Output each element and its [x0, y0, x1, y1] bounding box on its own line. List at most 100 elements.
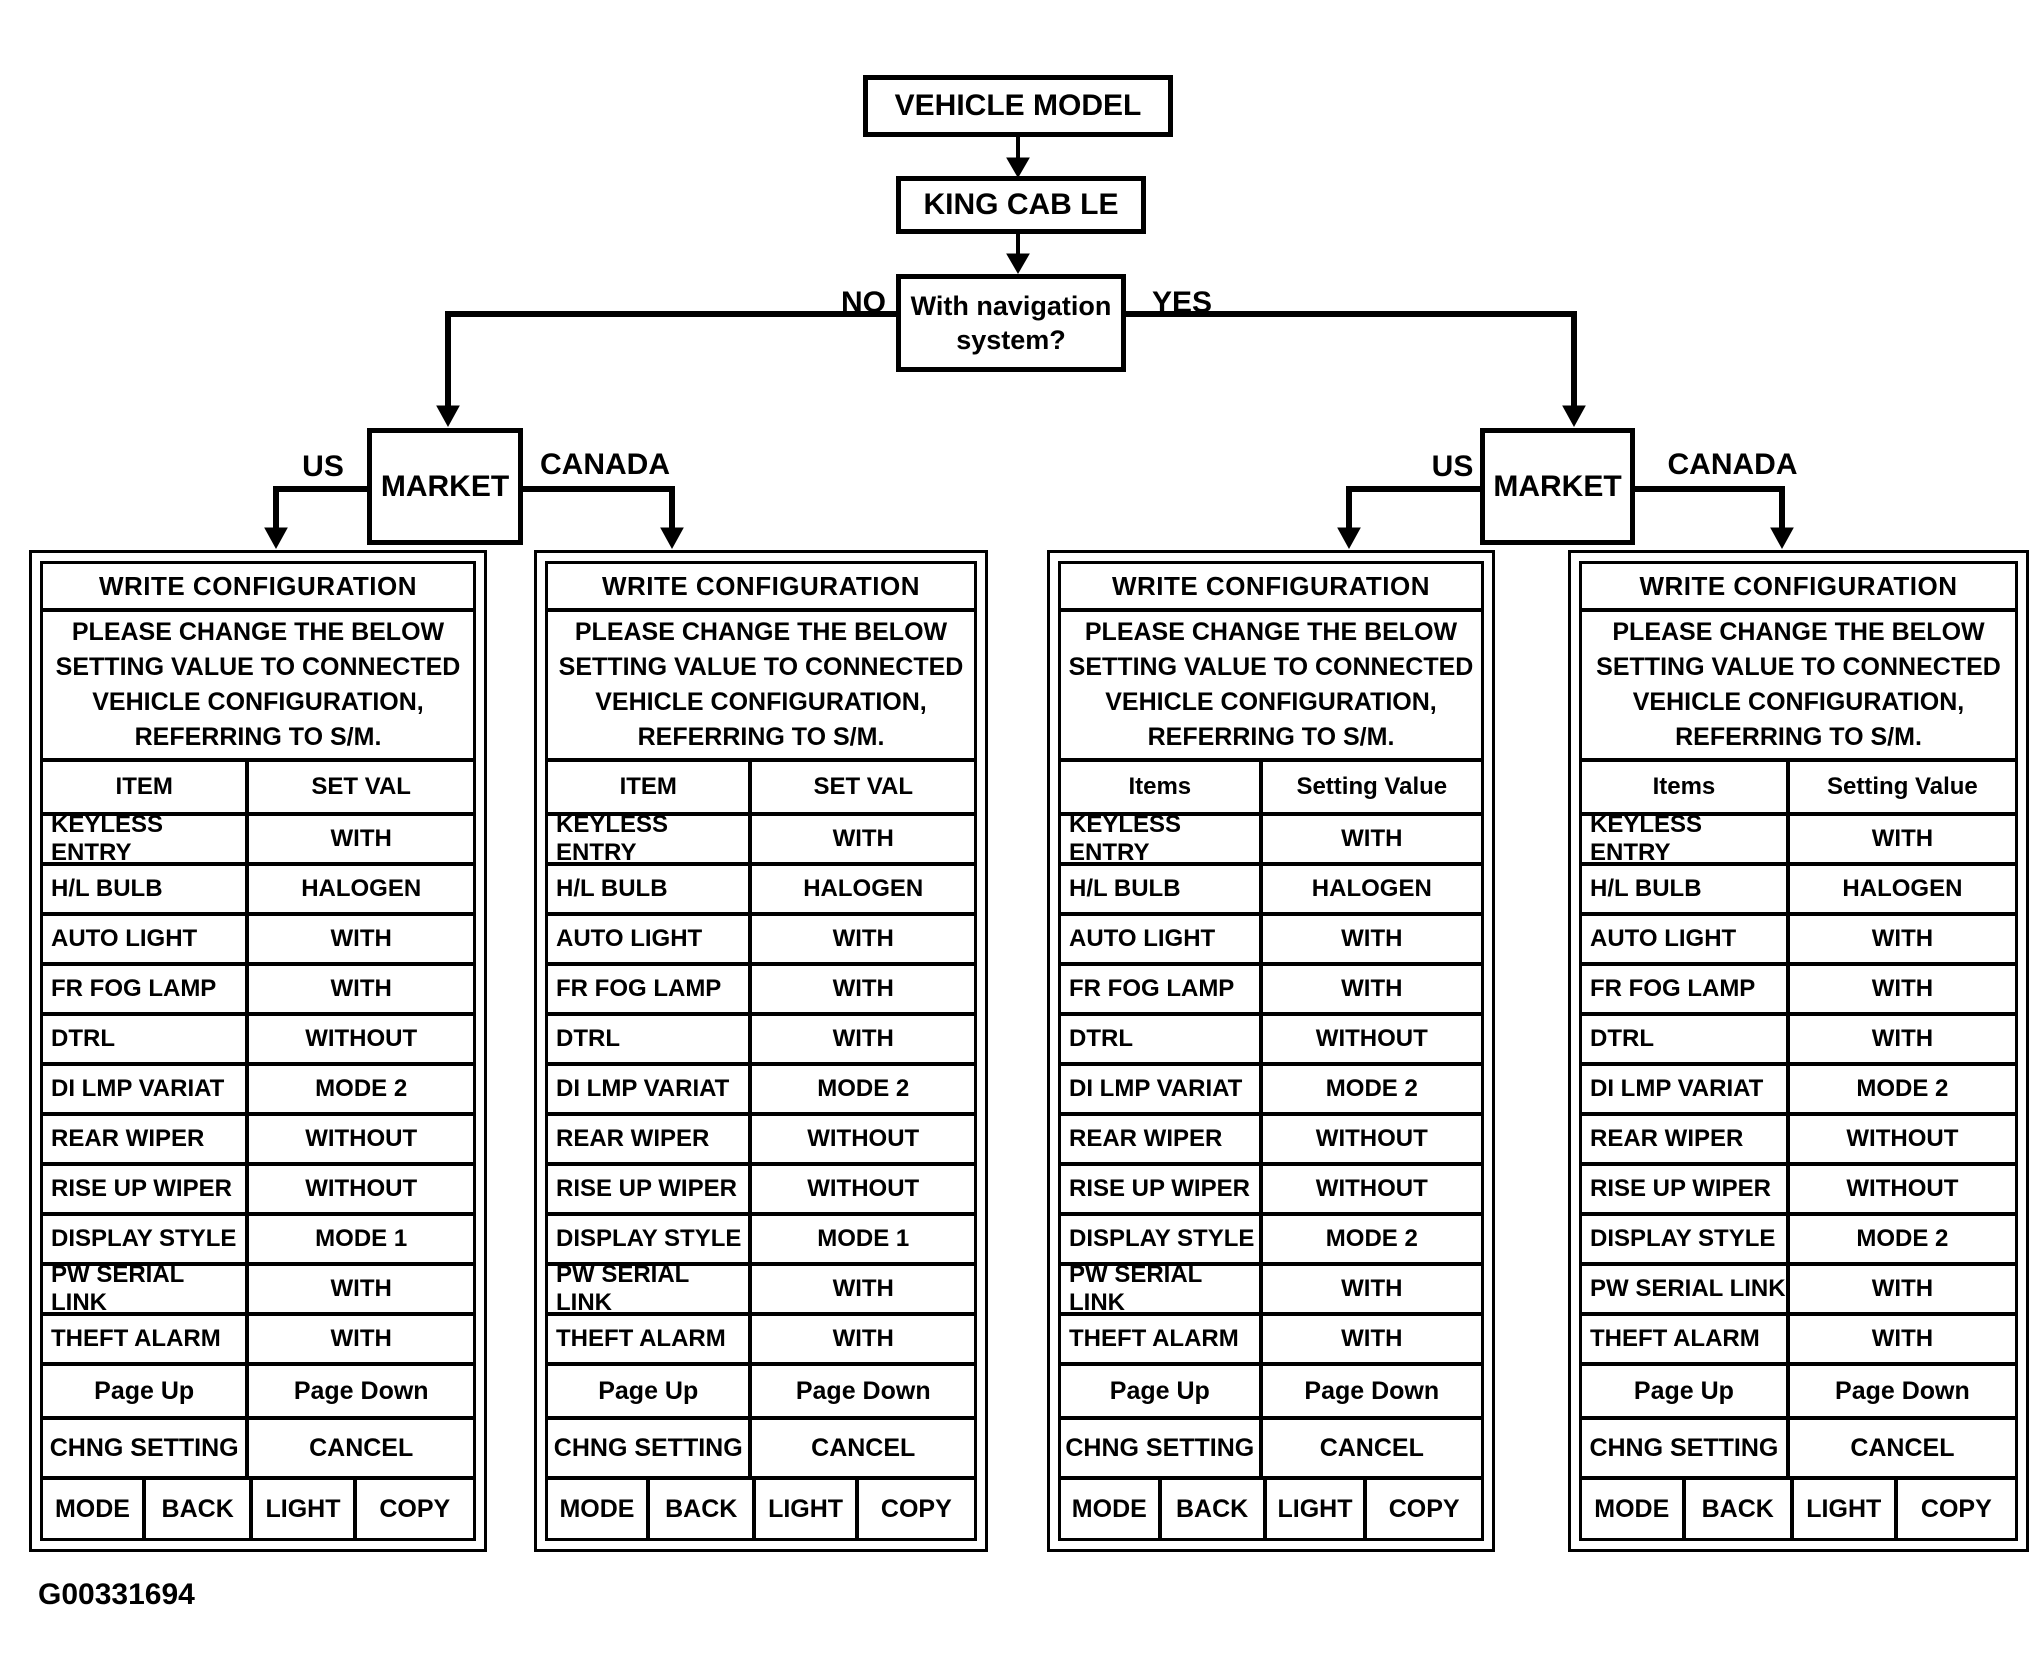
value-cell: WITHOUT [305, 1125, 418, 1152]
item-cell: DISPLAY STYLE [43, 1216, 250, 1262]
value-cell: WITH [1871, 975, 1934, 1002]
mode-button: MODE [559, 1494, 635, 1523]
panel-title: WRITE CONFIGURATION [1061, 564, 1481, 612]
message-line: REFERRING TO S/M. [134, 723, 382, 751]
column-header-item: ITEM [43, 762, 250, 812]
write-config-panel-nonav-canada: WRITE CONFIGURATION PLEASE CHANGE THE BE… [534, 550, 988, 1552]
navigation-question-line2: system? [956, 325, 1066, 355]
page-down-button: Page Down [1835, 1376, 1970, 1405]
item-cell: RISE UP WIPER [43, 1166, 250, 1212]
column-header-value: SET VAL [311, 773, 411, 800]
message-line: SETTING VALUE TO CONNECTED [1068, 653, 1474, 681]
item-cell: PW SERIAL LINK [1061, 1261, 1263, 1316]
value-cell: WITH [1341, 925, 1403, 952]
item-cell: KEYLESS ENTRY [43, 811, 250, 866]
message-line: REFERRING TO S/M. [1147, 723, 1395, 751]
mode-button: MODE [54, 1494, 130, 1523]
cancel-button: CANCEL [811, 1433, 916, 1462]
arrow-kingcab-to-nav [1006, 234, 1030, 274]
item-cell: DTRL [1061, 1016, 1263, 1062]
value-cell: WITH [1341, 825, 1403, 852]
figure-id-label: G00331694 [38, 1578, 195, 1611]
column-header-row: Items Setting Value [1582, 762, 2015, 816]
pager-row: Page Up Page Down [43, 1366, 473, 1420]
branch-canada-right-to-panel4 [1635, 486, 1794, 550]
item-cell: H/L BULB [43, 866, 250, 912]
copy-button: COPY [1363, 1480, 1481, 1538]
branch-us-left-to-panel1 [264, 486, 367, 550]
canada-label-left: CANADA [540, 448, 670, 481]
item-cell: DTRL [1582, 1016, 1790, 1062]
value-cell: WITH [832, 925, 894, 952]
branch-canada-left-to-panel2 [523, 486, 684, 550]
panel-message: PLEASE CHANGE THE BELOW SETTING VALUE TO… [548, 612, 974, 762]
message-line: VEHICLE CONFIGURATION, [92, 688, 424, 716]
item-cell: DI LMP VARIAT [1582, 1066, 1790, 1112]
panel-message: PLEASE CHANGE THE BELOW SETTING VALUE TO… [43, 612, 473, 762]
vehicle-model-box: VEHICLE MODEL [863, 75, 1173, 137]
item-cell: DI LMP VARIAT [43, 1066, 250, 1112]
copy-button: COPY [1893, 1480, 2015, 1538]
canada-label-right: CANADA [1667, 448, 1798, 481]
copy-button: COPY [352, 1480, 473, 1538]
bottom-button-row: MODE BACK LIGHT COPY [43, 1480, 473, 1538]
value-cell: MODE 2 [315, 1075, 408, 1102]
column-header-value: Setting Value [1827, 773, 1978, 800]
column-header-row: ITEM SET VAL [43, 762, 473, 816]
item-cell: KEYLESS ENTRY [1061, 811, 1263, 866]
message-line: SETTING VALUE TO CONNECTED [1596, 653, 2001, 681]
panel-message: PLEASE CHANGE THE BELOW SETTING VALUE TO… [1061, 612, 1481, 762]
column-header-item: Items [1061, 762, 1263, 812]
item-cell: REAR WIPER [548, 1116, 753, 1162]
light-button: LIGHT [1789, 1480, 1894, 1538]
item-cell: AUTO LIGHT [548, 916, 753, 962]
item-cell: THEFT ALARM [548, 1316, 753, 1362]
item-cell: DISPLAY STYLE [1582, 1216, 1790, 1262]
value-cell: MODE 2 [1856, 1225, 1949, 1252]
panel-frame: WRITE CONFIGURATION PLEASE CHANGE THE BE… [40, 561, 476, 1541]
message-line: PLEASE CHANGE THE BELOW [574, 618, 948, 646]
value-cell: HALOGEN [301, 875, 422, 902]
value-cell: WITHOUT [1315, 1175, 1428, 1202]
value-cell: MODE 2 [1856, 1075, 1949, 1102]
page-down-button: Page Down [1304, 1376, 1440, 1405]
item-cell: REAR WIPER [43, 1116, 250, 1162]
item-cell: REAR WIPER [1061, 1116, 1263, 1162]
message-line: PLEASE CHANGE THE BELOW [71, 618, 445, 646]
pager-row: Page Up Page Down [1061, 1366, 1481, 1420]
navigation-question-line1: With navigation [910, 291, 1112, 321]
cancel-button: CANCEL [309, 1433, 414, 1462]
panel-frame: WRITE CONFIGURATION PLEASE CHANGE THE BE… [1058, 561, 1484, 1541]
value-cell: WITH [1871, 925, 1934, 952]
item-cell: DISPLAY STYLE [548, 1216, 753, 1262]
item-cell: H/L BULB [1061, 866, 1263, 912]
item-cell: DTRL [548, 1016, 753, 1062]
value-cell: WITHOUT [1846, 1175, 1959, 1202]
value-cell: WITH [1871, 1325, 1934, 1352]
item-cell: FR FOG LAMP [1061, 966, 1263, 1012]
item-cell: PW SERIAL LINK [548, 1261, 753, 1316]
king-cab-le-label: KING CAB LE [923, 188, 1119, 221]
value-cell: WITH [832, 1325, 894, 1352]
